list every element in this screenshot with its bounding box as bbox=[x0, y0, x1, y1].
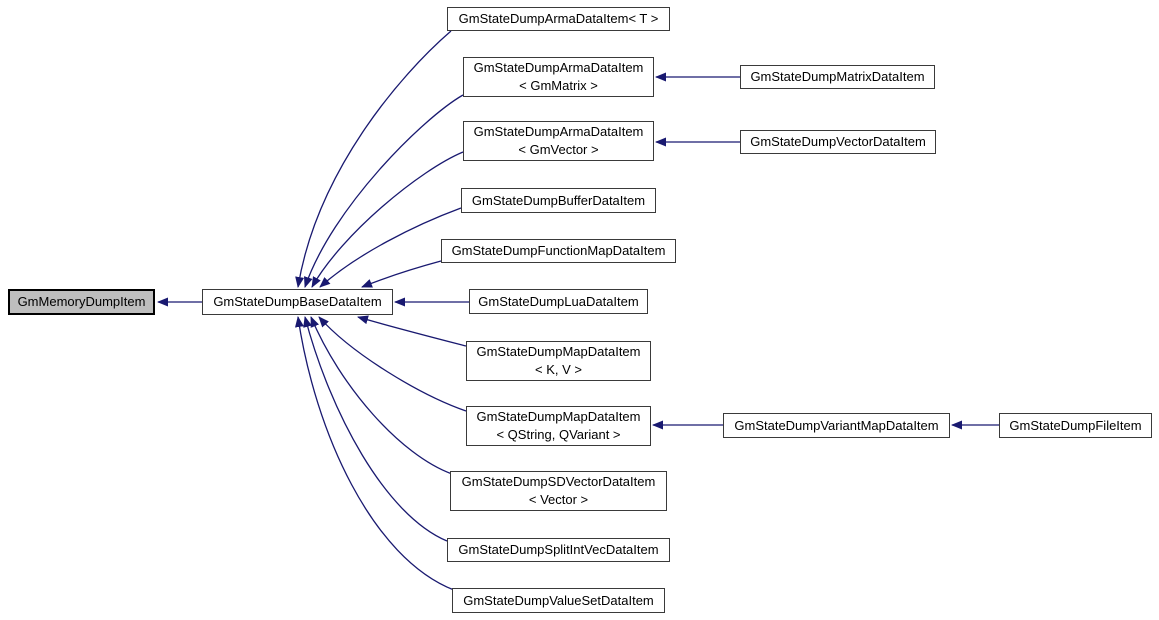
class-node-gmstatedumpsplitintvecdataitem[interactable]: GmStateDumpSplitIntVecDataItem bbox=[447, 538, 670, 562]
class-node-gmstatedumpmapdataitem-qstring-qvariant[interactable]: GmStateDumpMapDataItem < QString, QVaria… bbox=[466, 406, 651, 446]
class-node-gmstatedumpfunctionmapdataitem[interactable]: GmStateDumpFunctionMapDataItem bbox=[441, 239, 676, 263]
class-node-gmstatedumparmadataitem-gmmatrix[interactable]: GmStateDumpArmaDataItem < GmMatrix > bbox=[463, 57, 654, 97]
class-node-gmmemorydumpitem: GmMemoryDumpItem bbox=[8, 289, 155, 315]
class-node-gmstatedumparmadataitem-gmvector[interactable]: GmStateDumpArmaDataItem < GmVector > bbox=[463, 121, 654, 161]
class-node-gmstatedumpsdvectordataitem-vector[interactable]: GmStateDumpSDVectorDataItem < Vector > bbox=[450, 471, 667, 511]
class-node-gmstatedumpbasedataitem[interactable]: GmStateDumpBaseDataItem bbox=[202, 289, 393, 315]
class-node-gmstatedumpbufferdataitem[interactable]: GmStateDumpBufferDataItem bbox=[461, 188, 656, 213]
class-node-gmstatedumpvaluesetdataitem[interactable]: GmStateDumpValueSetDataItem bbox=[452, 588, 665, 613]
class-node-gmstatedumpmatrixdataitem[interactable]: GmStateDumpMatrixDataItem bbox=[740, 65, 935, 89]
class-node-gmstatedumpfileitem[interactable]: GmStateDumpFileItem bbox=[999, 413, 1152, 438]
class-node-gmstatedumpluadataitem[interactable]: GmStateDumpLuaDataItem bbox=[469, 289, 648, 314]
class-node-gmstatedumpvariantmapdataitem[interactable]: GmStateDumpVariantMapDataItem bbox=[723, 413, 950, 438]
class-node-gmstatedumpvectordataitem[interactable]: GmStateDumpVectorDataItem bbox=[740, 130, 936, 154]
class-node-gmstatedumpmapdataitem-kv[interactable]: GmStateDumpMapDataItem < K, V > bbox=[466, 341, 651, 381]
class-node-gmstatedumparmadataitem-t[interactable]: GmStateDumpArmaDataItem< T > bbox=[447, 7, 670, 31]
